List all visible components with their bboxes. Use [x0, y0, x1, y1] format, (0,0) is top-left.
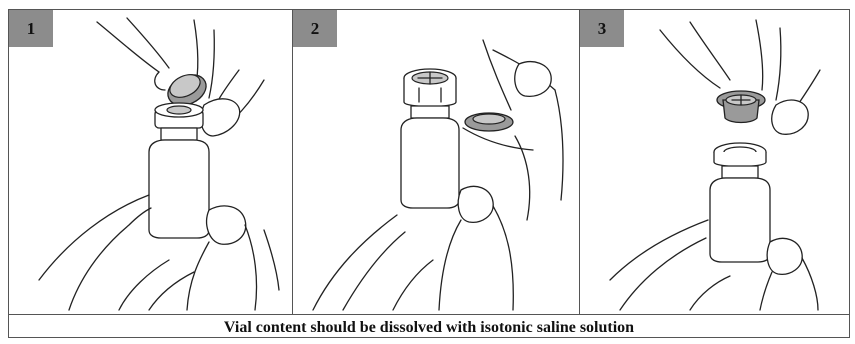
step-1-panel: 1 [9, 10, 293, 314]
caption-row: Vial content should be dissolved with is… [9, 314, 849, 338]
instruction-figure: 1 [8, 9, 850, 338]
step-1-illustration [9, 10, 293, 314]
step-3-panel: 3 [580, 10, 848, 314]
step-1-badge: 1 [9, 10, 53, 47]
step-2-badge: 2 [293, 10, 337, 47]
step-2-panel: 2 [293, 10, 580, 314]
step-3-badge: 3 [580, 10, 624, 47]
step-2-illustration [293, 10, 580, 314]
caption-text: Vial content should be dissolved with is… [9, 319, 849, 337]
step-3-illustration [580, 10, 848, 314]
